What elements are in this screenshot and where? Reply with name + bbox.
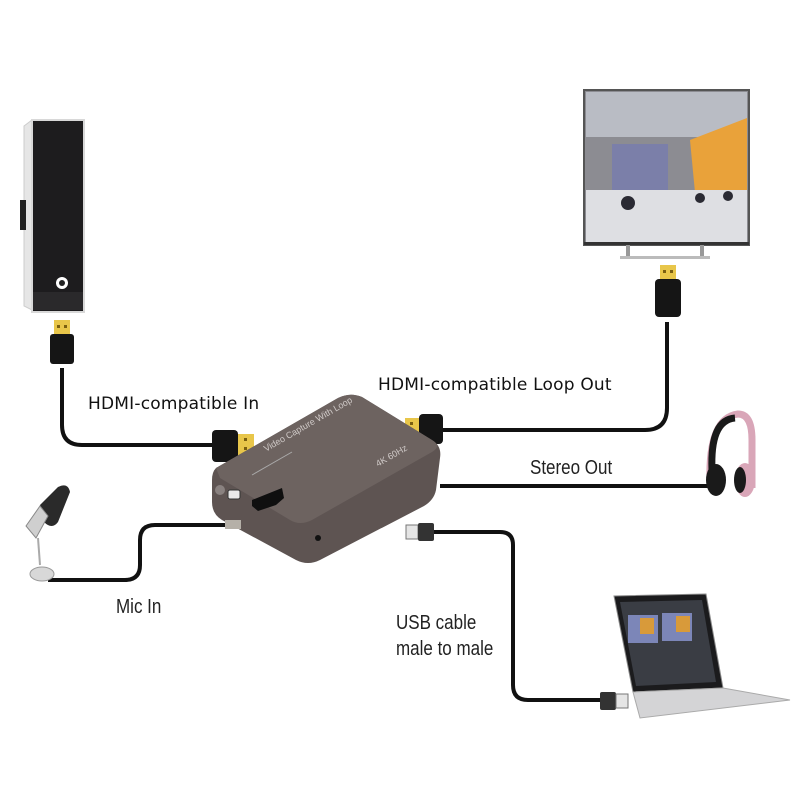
mic-jack-plug <box>225 520 241 529</box>
hdmi-connector-tv <box>655 265 681 317</box>
stereo-out-label: Stereo Out <box>530 457 613 479</box>
mic-cable <box>48 523 225 582</box>
hdmi-connector-pc <box>50 320 74 364</box>
usb-cable-label-line1: USB cable <box>396 612 477 634</box>
usb-connector-device <box>405 523 434 541</box>
hdmi-in-cable <box>60 368 212 447</box>
tv-monitor-icon <box>583 89 750 259</box>
hdmi-connector-device-in <box>212 430 254 462</box>
capture-device-icon <box>212 394 441 563</box>
usb-cable <box>432 530 602 702</box>
hdmi-loop-out-label: HDMI-compatible Loop Out <box>378 375 612 395</box>
headphones-icon <box>706 410 756 497</box>
microphone-icon <box>25 485 70 582</box>
hdmi-loop-out-cable <box>440 322 669 432</box>
hdmi-in-label: HDMI-compatible In <box>88 394 260 414</box>
pc-tower-icon <box>20 119 85 313</box>
usb-connector-laptop <box>600 692 629 710</box>
laptop-icon <box>613 593 791 719</box>
mic-in-label: Mic In <box>116 596 162 618</box>
usb-cable-label-line2: male to male <box>396 638 494 660</box>
